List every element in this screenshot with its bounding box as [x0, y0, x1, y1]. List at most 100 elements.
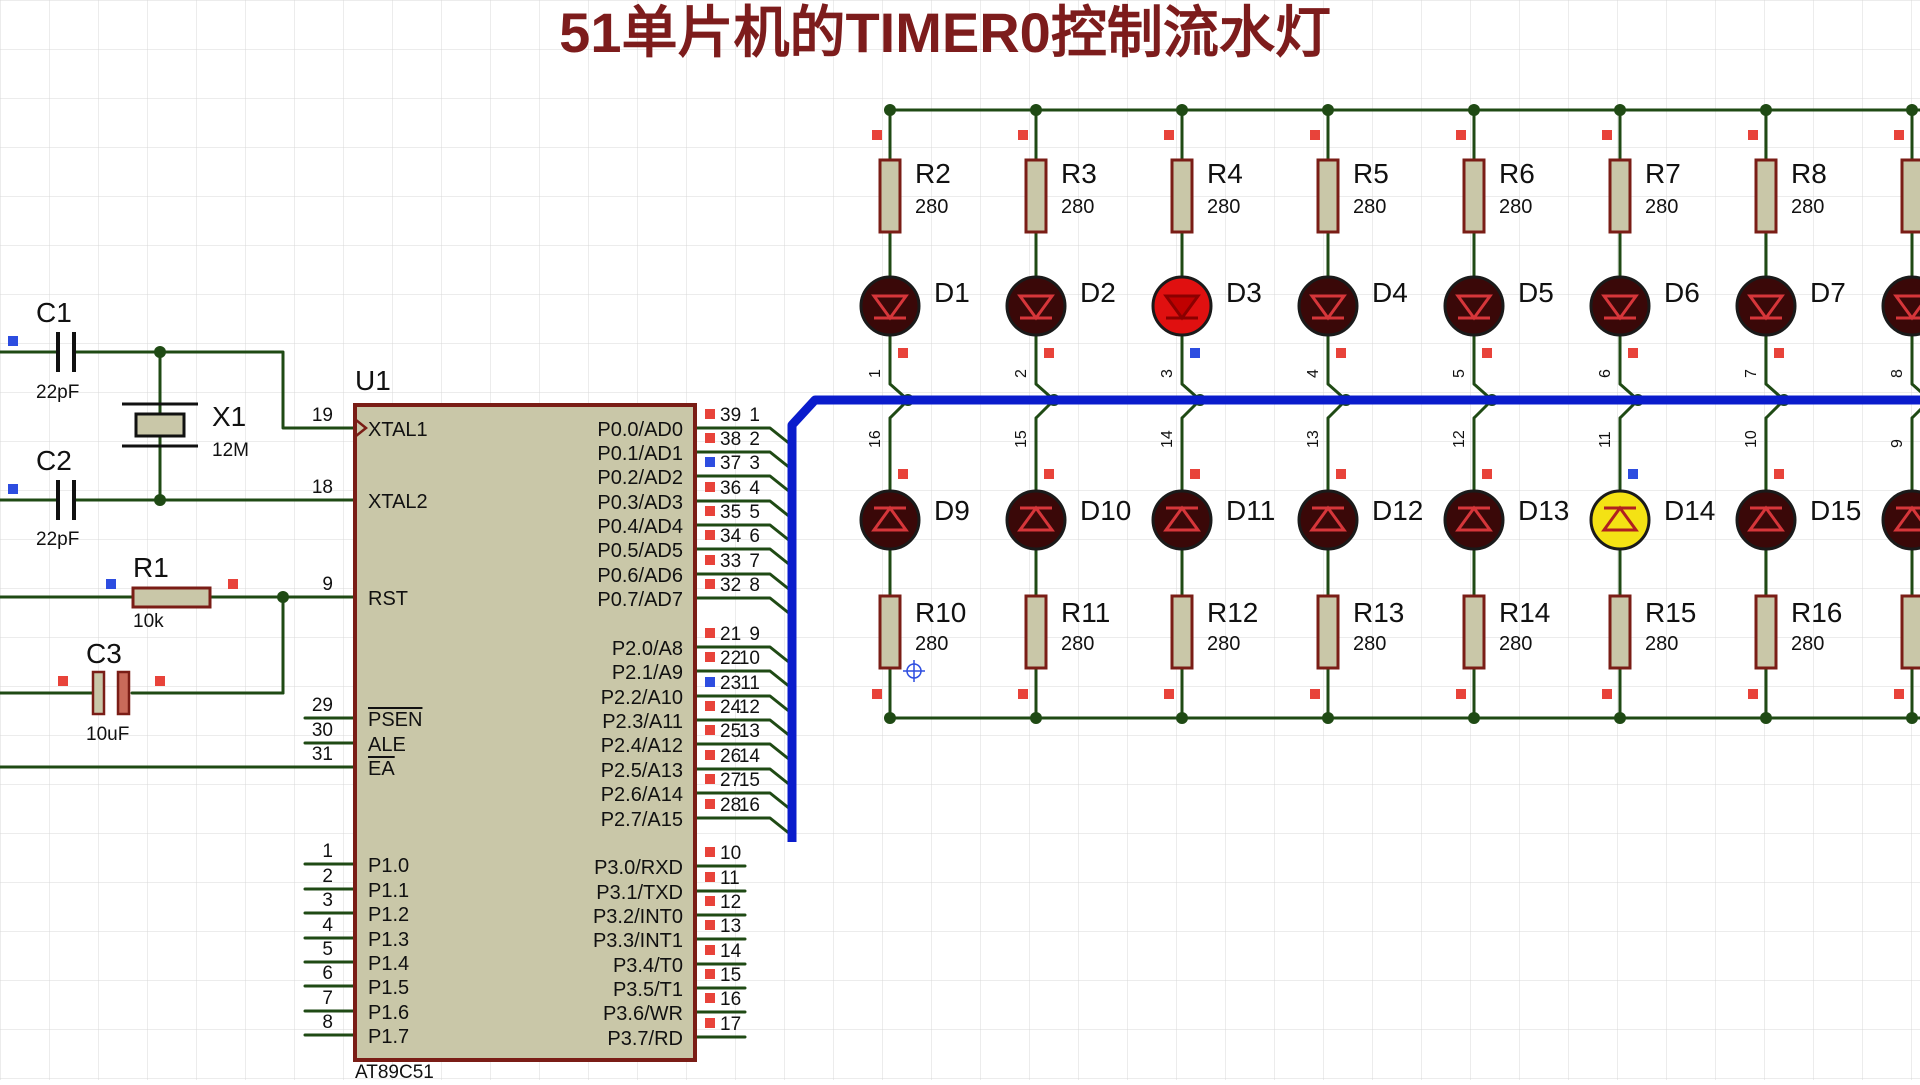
resistor-R5[interactable] [1316, 158, 1340, 234]
led-anode-triangle [1601, 294, 1639, 321]
net-label: 15 [739, 770, 760, 791]
net-label: 10 [1743, 430, 1760, 448]
pin-marker [898, 348, 908, 358]
junction-dot [154, 346, 166, 358]
resistor-ref-label: R12 [1207, 597, 1258, 628]
led-D10[interactable] [1005, 489, 1067, 551]
pin-marker-red [1602, 130, 1612, 140]
resistor-R8[interactable] [1754, 158, 1778, 234]
capacitor-icon[interactable] [91, 670, 106, 716]
led-D1[interactable] [859, 275, 921, 337]
mcu-pin-name: P1.4 [368, 953, 409, 975]
resistor-value-label: 280 [1791, 633, 1824, 655]
pin-marker [705, 920, 715, 930]
resistor-R13[interactable] [1316, 594, 1340, 670]
led-D14[interactable] [1589, 489, 1651, 551]
mcu-pin-name: P2.4/A12 [601, 735, 683, 757]
led-ref-label: D11 [1226, 495, 1275, 526]
resistor-R7[interactable] [1608, 158, 1632, 234]
rail-junction-dot [884, 104, 896, 116]
mcu-pin-name: P0.4/AD4 [597, 516, 683, 538]
mcu-pin-number: 11 [720, 868, 740, 889]
pin-marker-red [1894, 130, 1904, 140]
pin-marker [1482, 348, 1492, 358]
led-anode-triangle [871, 505, 909, 532]
led-anode-triangle [1309, 505, 1347, 532]
led-D4[interactable] [1297, 275, 1359, 337]
net-label: 14 [739, 746, 761, 767]
pin-marker [705, 993, 715, 1003]
mcu-pin-name: P0.1/AD1 [597, 443, 683, 465]
pin-marker-blue [8, 484, 18, 494]
mcu-pin-number: 36 [720, 478, 741, 499]
pin-marker-blue [106, 579, 116, 589]
pin-marker [705, 774, 715, 784]
mcu-pin-name: ALE [368, 734, 406, 756]
net-label: 10 [739, 648, 760, 669]
bus-entry-wire [745, 426, 791, 446]
led-ref-label: D6 [1664, 277, 1700, 308]
resistor-R2[interactable] [878, 158, 902, 234]
capacitor-plate [116, 670, 131, 716]
resistor-R6[interactable] [1462, 158, 1486, 234]
mcu-pin-name: P3.6/WR [603, 1003, 683, 1025]
led-D12[interactable] [1297, 489, 1359, 551]
led-ref-label: D2 [1080, 277, 1116, 308]
pin-marker [705, 945, 715, 955]
resistor-R1[interactable] [131, 586, 212, 609]
pin-marker [705, 579, 715, 589]
mcu-body[interactable] [353, 403, 697, 1062]
crystal-icon[interactable] [134, 412, 186, 438]
mcu-pin-name: P1.7 [368, 1026, 409, 1048]
net-label: 11 [1597, 431, 1614, 448]
led-D5[interactable] [1443, 275, 1505, 337]
resistor-partial[interactable] [1900, 594, 1920, 670]
resistor-R16[interactable] [1754, 594, 1778, 670]
led-anode-triangle [1017, 294, 1055, 321]
led-D2[interactable] [1005, 275, 1067, 337]
led-D13[interactable] [1443, 489, 1505, 551]
mcu-pin-number: 35 [720, 502, 741, 523]
resistor-R3[interactable] [1024, 158, 1048, 234]
rail-junction-dot [1322, 712, 1334, 724]
rail-junction-dot [1468, 104, 1480, 116]
bus-entry-wire [745, 718, 791, 738]
net-label: 5 [1451, 369, 1468, 378]
led-D7[interactable] [1735, 275, 1797, 337]
led-D6[interactable] [1589, 275, 1651, 337]
led-D11[interactable] [1151, 489, 1213, 551]
mcu-pin-number: 37 [720, 453, 741, 474]
x1-value-label: 12M [212, 440, 249, 461]
led-D9[interactable] [859, 489, 921, 551]
led-D15[interactable] [1735, 489, 1797, 551]
resistor-R12[interactable] [1170, 594, 1194, 670]
rail-junction-dot [1468, 712, 1480, 724]
resistor-R4[interactable] [1170, 158, 1194, 234]
mcu-pin-name: P1.1 [368, 880, 409, 902]
resistor-R11[interactable] [1024, 594, 1048, 670]
mcu-pin-number: 19 [312, 405, 333, 426]
net-label: 6 [749, 526, 760, 547]
net-label: 6 [1597, 369, 1614, 378]
resistor-ref-label: R5 [1353, 158, 1389, 189]
bus-entry-wire [1910, 407, 1920, 420]
resistor-R15[interactable] [1608, 594, 1632, 670]
resistor-R14[interactable] [1462, 594, 1486, 670]
c3-ref-label: C3 [86, 638, 122, 669]
rail-junction-dot [1176, 712, 1188, 724]
resistor-partial[interactable] [1900, 158, 1920, 234]
rail-junction-dot [1614, 712, 1626, 724]
c1-ref-label: C1 [36, 297, 72, 328]
led-ref-label: D13 [1518, 495, 1569, 526]
led-ref-label: D12 [1372, 495, 1423, 526]
r1-value-label: 10k [133, 611, 164, 632]
led-ref-label: D15 [1810, 495, 1861, 526]
mcu-ref-label: U1 [355, 365, 391, 396]
mcu-pin-number: 14 [720, 941, 742, 962]
mcu-pin-number: 34 [720, 526, 742, 547]
mcu-pin-number: 8 [322, 1012, 333, 1033]
mcu-pin-name: P3.2/INT0 [593, 906, 683, 928]
resistor-R10[interactable] [878, 594, 902, 670]
